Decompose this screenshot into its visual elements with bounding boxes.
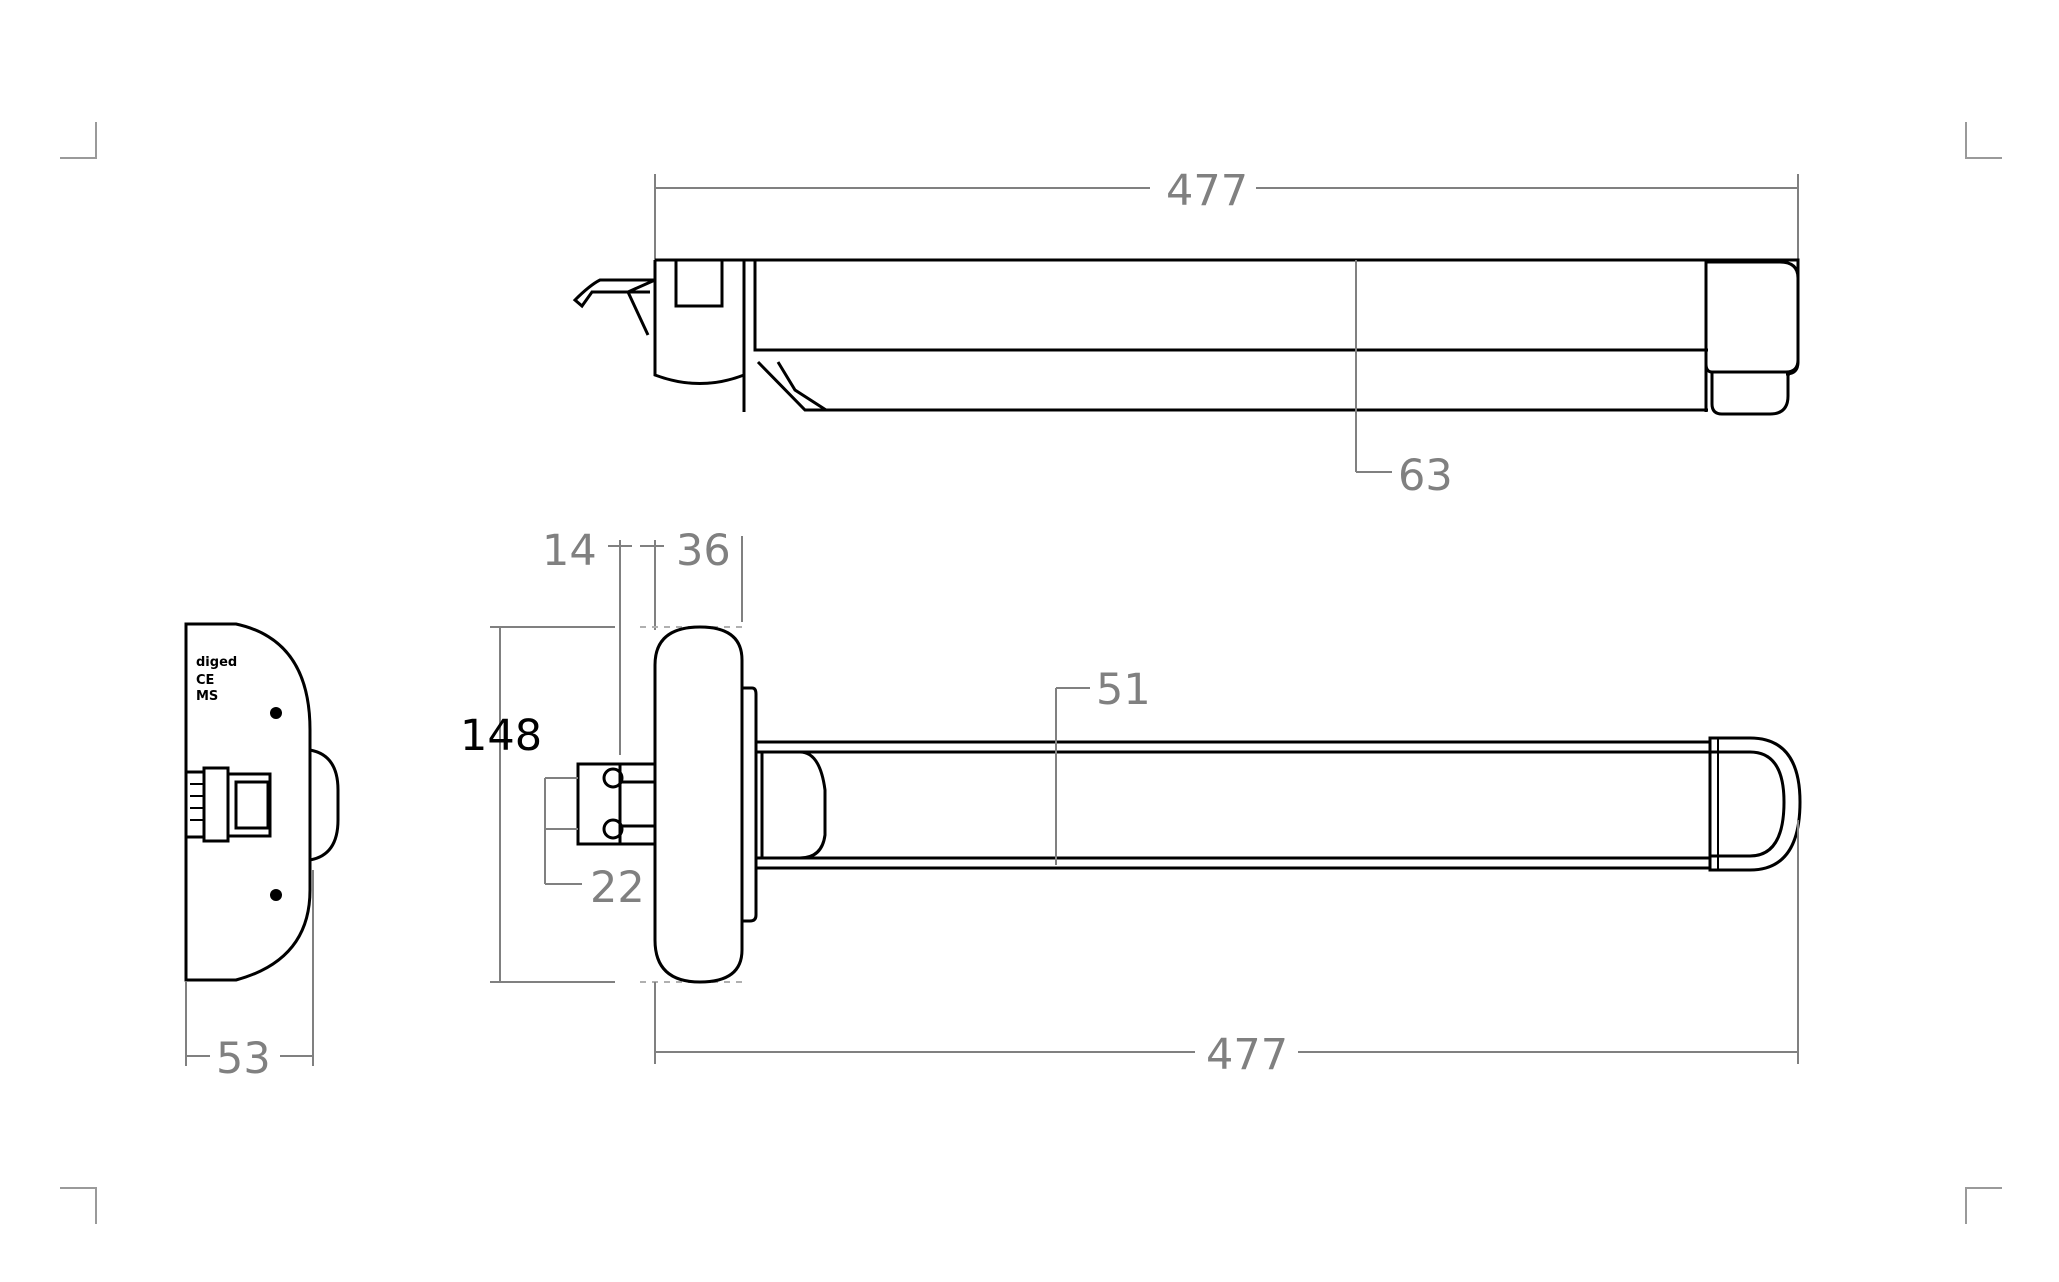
side-label-brand: diged <box>196 655 237 670</box>
bar-inner-label: 51 <box>1096 665 1151 715</box>
offset-left-label: 14 <box>542 526 597 576</box>
side-depth-label: 53 <box>216 1034 271 1084</box>
front-view: 14 36 148 22 51 <box>460 526 1802 1080</box>
side-label-ms: MS <box>196 689 218 704</box>
stub-width-label: 22 <box>590 863 645 913</box>
crop-marks <box>60 122 2002 1224</box>
plate-height-label: 148 <box>460 711 542 761</box>
top-height-label: 63 <box>1398 451 1453 501</box>
offset-right-label: 36 <box>676 526 731 576</box>
top-length-label: 477 <box>1166 166 1248 216</box>
side-view: diged CE MS 53 <box>184 622 340 1084</box>
top-view: 477 63 <box>572 166 1800 501</box>
bottom-length-label: 477 <box>1206 1030 1288 1080</box>
side-label-ce: CE <box>196 673 214 688</box>
